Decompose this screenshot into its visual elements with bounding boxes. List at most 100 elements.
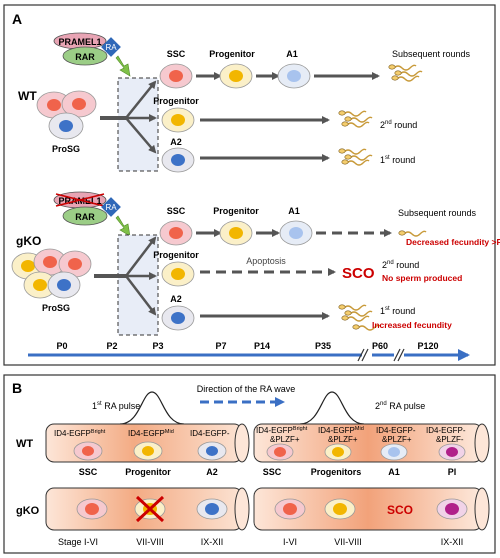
wt-progenitor-cell — [219, 63, 253, 89]
wt-marker-3: ID4-EGFP- — [190, 429, 230, 438]
stage-label: VII-VIII — [136, 537, 164, 547]
gko-receptor-complex: PRAMEL1 RAR RA — [53, 191, 131, 237]
b-gko-ssc-cell — [76, 498, 108, 520]
gko-prosg-label: ProSG — [42, 303, 70, 313]
wt-marker-1: ID4-EGFPBright — [54, 429, 106, 438]
wt-genotype-label: WT — [18, 89, 37, 103]
gko-a1-label: A1 — [288, 206, 300, 216]
gko-increased-fecundity: Increased fecundity — [372, 320, 452, 330]
panel-b-label: B — [12, 380, 22, 396]
gko-progenitor2-cell — [161, 261, 195, 287]
b-wt-progenitor-label: Progenitor — [125, 467, 171, 477]
timeline-tick: P7 — [215, 341, 226, 351]
b-wt-ssc-cell — [73, 441, 103, 461]
b-wt-a2-cell — [197, 441, 227, 461]
b-wt-ssc2-cell — [266, 443, 294, 461]
wt-prosg-label: ProSG — [52, 144, 80, 154]
gko-no-sperm: No sperm produced — [382, 273, 462, 283]
green-arrow-icon — [115, 215, 131, 237]
gko-a2-cell — [161, 305, 195, 331]
wt-progenitor2-label: Progenitor — [153, 96, 199, 106]
stage-label: IX-XII — [201, 537, 224, 547]
timeline: P0 P2 P3 P7 P14 P35 P60 P120 — [28, 341, 470, 362]
timeline-tick: P14 — [254, 341, 270, 351]
gko-apoptosis-label: Apoptosis — [246, 256, 286, 266]
wt-marker-7b: &PLZF- — [436, 435, 464, 444]
gko-progenitor-label: Progenitor — [213, 206, 259, 216]
wt-marker-4: ID4-EGFPBright — [256, 426, 308, 435]
stage-label: VII-VIII — [334, 537, 362, 547]
b-wt-ssc-label: SSC — [79, 467, 98, 477]
wt-a2-label: A2 — [170, 137, 182, 147]
wt-commitment-box — [117, 77, 159, 172]
b-wt-a2-label: A2 — [206, 467, 218, 477]
wt-marker-7: ID4-EGFP- — [426, 426, 466, 435]
wt-marker-2: ID4-EGFPMid — [128, 429, 174, 438]
gko-rar-label: RAR — [75, 212, 95, 222]
ra-label: RA — [105, 43, 117, 52]
timeline-tick: P3 — [152, 341, 163, 351]
gko-prosg-cluster — [11, 248, 92, 299]
wt-marker-5b: &PLZF+ — [328, 435, 358, 444]
wt-marker-5: ID4-EGFPMid — [318, 426, 364, 435]
timeline-tick: P60 — [372, 341, 388, 351]
gko-genotype-label: gKO — [16, 234, 41, 248]
gko-round-subsequent: Subsequent rounds — [398, 208, 477, 218]
gko-progenitor2-label: Progenitor — [153, 250, 199, 260]
green-arrow-icon — [115, 55, 131, 77]
b-wt-pl-cell — [438, 443, 466, 461]
timeline-tick: P35 — [315, 341, 331, 351]
wt-progenitor-label: Progenitor — [209, 49, 255, 59]
b-wt-a1-cell — [380, 443, 408, 461]
b-wt-progenitor-cell — [133, 441, 163, 461]
b-wt-ssc2-label: SSC — [263, 467, 282, 477]
b-gko-genotype-label: gKO — [16, 505, 40, 517]
b-gko-ssc2-cell — [274, 498, 306, 520]
pulse-2-label: 2nd RA pulse — [375, 401, 425, 411]
timeline-tick: P0 — [56, 341, 67, 351]
wt-marker-6b: &PLZF+ — [382, 435, 412, 444]
stage-label: I-VI — [283, 537, 297, 547]
gko-ssc-label: SSC — [167, 206, 186, 216]
gko-pramel1-label: PRAMEL1 — [58, 196, 101, 206]
b-wt-progenitors-label: Progenitors — [311, 467, 362, 477]
wt-marker-4b: &PLZF+ — [270, 435, 300, 444]
pulse-1-curve — [119, 391, 185, 425]
gko-commitment-box — [117, 234, 159, 336]
wt-marker-6: ID4-EGFP- — [376, 426, 416, 435]
gko-round-2nd: 2nd round — [382, 260, 419, 270]
gko-ssc-cell — [159, 220, 193, 246]
pramel1-label: PRAMEL1 — [58, 37, 101, 47]
wt-ssc-label: SSC — [167, 49, 186, 59]
ra-diamond-icon — [101, 37, 121, 57]
panel-a-label: A — [12, 11, 22, 27]
gko-ra-label: RA — [105, 203, 117, 212]
wt-a1-label: A1 — [286, 49, 298, 59]
stage-label: Stage I-VI — [58, 537, 98, 547]
timeline-tick: P120 — [417, 341, 438, 351]
timeline-tick: P2 — [106, 341, 117, 351]
b-wt-progenitors-cell — [324, 443, 352, 461]
b-gko-sco-label: SCO — [387, 503, 413, 517]
rar-icon — [62, 206, 108, 226]
ra-wave-direction-label: Direction of the RA wave — [197, 384, 296, 394]
gko-progenitor-cell — [219, 220, 253, 246]
wt-round-2nd: 2nd round — [380, 120, 417, 130]
ra-diamond-icon — [101, 197, 121, 217]
b-wt-genotype-label: WT — [16, 438, 33, 450]
b-gko-pl-cell — [436, 498, 468, 520]
axis-break-icon — [393, 348, 405, 362]
pulse-2-curve — [299, 391, 365, 425]
rar-icon — [62, 46, 108, 66]
b-gko-progenitor-cell — [134, 495, 166, 523]
wt-progenitor2-cell — [161, 107, 195, 133]
wt-round-subsequent: Subsequent rounds — [392, 49, 471, 59]
stage-label: IX-XII — [441, 537, 464, 547]
axis-break-icon — [357, 348, 369, 362]
gko-round-1st: 1st round — [380, 306, 415, 316]
gko-a2-label: A2 — [170, 294, 182, 304]
b-wt-a1-label: A1 — [388, 467, 400, 477]
wt-a2-cell — [161, 147, 195, 173]
